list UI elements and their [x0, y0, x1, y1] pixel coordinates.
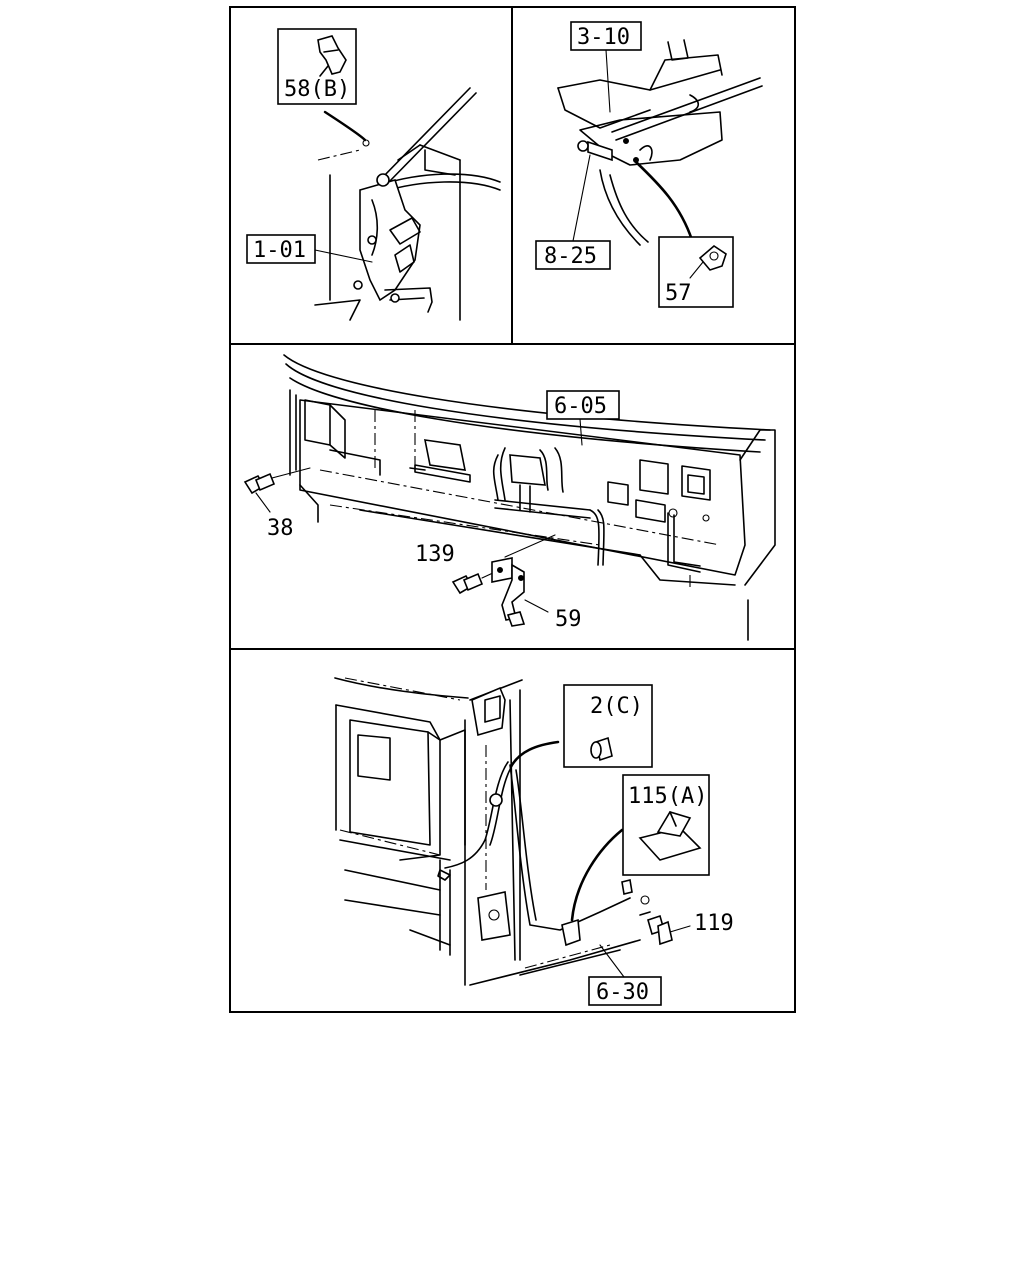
label-59: 59	[555, 607, 582, 632]
label-119: 119	[694, 911, 734, 936]
panel-frames	[229, 6, 796, 1013]
label-139: 139	[415, 542, 455, 567]
label-57: 57	[665, 281, 692, 306]
label-6-30: 6-30	[596, 980, 649, 1005]
label-3-10: 3-10	[577, 25, 630, 50]
label-58b: 58(B)	[284, 77, 350, 102]
bolt-119-icon	[639, 911, 673, 946]
panel-middle: 38 6-05 139 59	[243, 354, 776, 641]
label-38: 38	[267, 516, 294, 541]
clip-icon	[317, 35, 347, 77]
label-2c: 2(C)	[590, 694, 643, 719]
bolt-38-icon	[243, 472, 276, 495]
panel-bottom: 2(C) 115(A) 119 6-30	[334, 677, 734, 1006]
label-6-05: 6-05	[554, 394, 607, 419]
grommet-icon	[590, 736, 613, 762]
panel-top-left: 58(B) 1-01	[246, 28, 501, 321]
bracket-59-icon	[491, 557, 526, 627]
clamp-icon	[689, 244, 727, 279]
panel-top-right: 3-10 8-25 57	[535, 21, 763, 308]
label-8-25: 8-25	[544, 244, 597, 269]
bolt-139-icon	[451, 572, 484, 595]
harness-clip-icon	[638, 811, 702, 861]
label-1-01: 1-01	[253, 238, 306, 263]
label-115a: 115(A)	[628, 784, 707, 809]
